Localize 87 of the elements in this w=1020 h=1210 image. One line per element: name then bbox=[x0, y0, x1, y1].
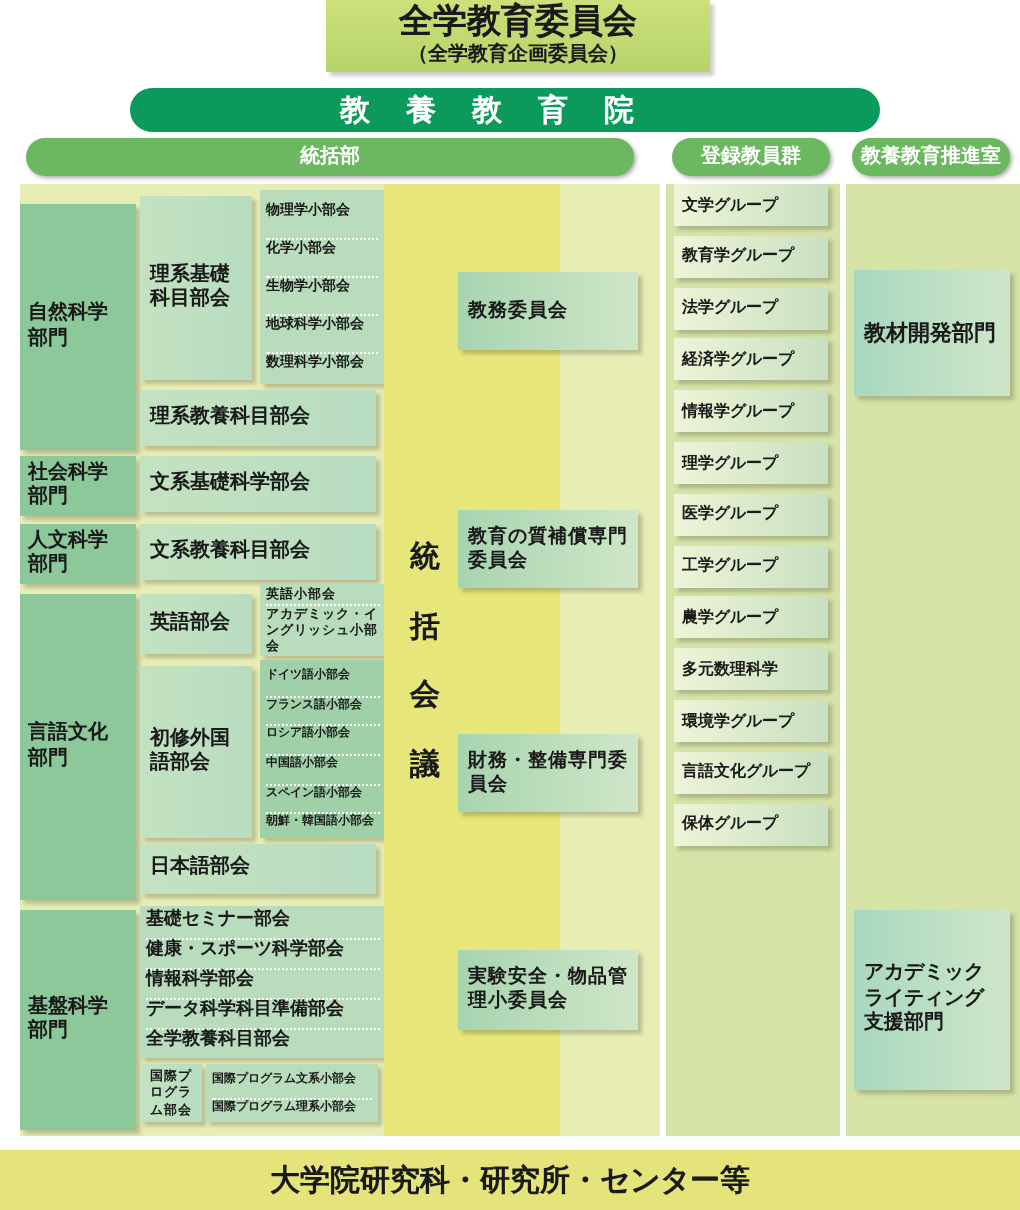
subcommittee-name: データ科学科目準備部会 bbox=[146, 998, 380, 1024]
unit-name: 財務・整備専門委員会 bbox=[468, 749, 628, 797]
committee-box bbox=[458, 510, 638, 588]
faculty-group-box bbox=[674, 648, 828, 691]
unit-name: 経済学グループ bbox=[682, 349, 797, 370]
committee-box bbox=[140, 594, 252, 654]
band-title: 全学教育委員会 bbox=[399, 2, 637, 43]
section-heading: 教養教育推進室 bbox=[852, 138, 1010, 176]
unit-name: 環境学グループ bbox=[682, 711, 797, 731]
committee-box bbox=[140, 456, 376, 512]
unit-name: 多元数理科学 bbox=[682, 659, 780, 680]
graduate-schools-band bbox=[0, 1150, 1020, 1210]
section-panel bbox=[666, 136, 840, 1136]
unit-name: 教育学グループ bbox=[682, 246, 797, 267]
faculty-group-box bbox=[674, 184, 828, 226]
faculty-group-box bbox=[674, 235, 828, 278]
faculty-group-box bbox=[674, 596, 828, 639]
unit-name: 自然科学部門 bbox=[28, 302, 110, 352]
committee-box bbox=[854, 910, 1010, 1090]
section-panel bbox=[846, 136, 1020, 1136]
unit-name: 言語文化部門 bbox=[28, 722, 110, 772]
committee-box bbox=[140, 1064, 202, 1122]
subcommittee-box bbox=[260, 190, 384, 384]
band-title: 教養教育院 bbox=[340, 91, 670, 129]
subcommittee-box bbox=[260, 660, 386, 838]
faculty-group-box bbox=[674, 287, 828, 330]
subcommittee-box bbox=[140, 906, 386, 1058]
band-title: 大学院研究科・研究所・センター等 bbox=[270, 1161, 750, 1199]
department-box bbox=[20, 594, 136, 900]
faculty-group-box bbox=[674, 442, 828, 484]
committee-subtitle: （全学教育企画委員会） bbox=[408, 44, 628, 70]
unit-name: 教育の質補償専門委員会 bbox=[468, 525, 628, 573]
unit-name: 農学グループ bbox=[682, 607, 781, 628]
unit-name: 保体グループ bbox=[682, 814, 781, 835]
subcommittee-name: 健康・スポーツ科学部会 bbox=[146, 938, 380, 964]
subcommittee-box bbox=[260, 584, 386, 656]
unit-name: 法学グループ bbox=[682, 298, 781, 319]
council-name: 統括会議 bbox=[408, 536, 441, 785]
faculty-group-box bbox=[674, 390, 828, 433]
subcommittee-name: 基礎セミナー部会 bbox=[146, 910, 292, 934]
unit-name: 文系基礎科学部会 bbox=[150, 471, 312, 497]
unit-name: 情報学グループ bbox=[682, 401, 797, 422]
unit-name: 言語文化グループ bbox=[682, 762, 813, 783]
subcommittee-name: 情報科学部会 bbox=[146, 968, 380, 994]
unit-name: 社会科学部門 bbox=[28, 461, 110, 511]
unit-name: 教材開発部門 bbox=[864, 319, 998, 347]
department-box bbox=[20, 204, 136, 450]
unit-name: 英語部会 bbox=[150, 611, 232, 637]
faculty-group-box bbox=[674, 803, 828, 846]
subcommittee-name: 全学教養科目部会 bbox=[146, 1028, 380, 1054]
faculty-group-box bbox=[674, 493, 828, 536]
committee-box bbox=[326, 0, 710, 72]
faculty-group-box bbox=[674, 700, 828, 742]
department-box bbox=[20, 456, 136, 516]
unit-name: 理学グループ bbox=[682, 453, 781, 473]
unit-name: 基盤科学部門 bbox=[28, 995, 110, 1045]
faculty-group-box bbox=[674, 751, 828, 794]
faculty-group-box bbox=[674, 338, 828, 381]
unit-name: 理系教養科目部会 bbox=[150, 405, 312, 431]
unit-name: 工学グループ bbox=[682, 556, 781, 577]
section-panel bbox=[20, 136, 660, 1136]
unit-name: 実験安全・物品管理小委員会 bbox=[468, 966, 628, 1014]
committee-box bbox=[140, 844, 376, 894]
section-heading: 統括部 bbox=[26, 138, 634, 176]
committee-box bbox=[458, 950, 638, 1030]
unit-name: 文学グループ bbox=[682, 195, 781, 215]
committee-box bbox=[140, 666, 252, 838]
subcommittee-box bbox=[206, 1064, 378, 1122]
unit-name: 人文科学部門 bbox=[28, 529, 110, 579]
committee-box bbox=[140, 524, 376, 580]
committee-box bbox=[458, 272, 638, 350]
unit-name: 医学グループ bbox=[682, 504, 781, 525]
unit-name: 初修外国語部会 bbox=[150, 727, 232, 777]
committee-box bbox=[854, 270, 1010, 396]
unit-name: アカデミックライティング支援部門 bbox=[864, 962, 987, 1038]
institute-band bbox=[130, 88, 880, 132]
department-box bbox=[20, 524, 136, 584]
committee-box bbox=[140, 390, 376, 446]
faculty-group-box bbox=[674, 545, 828, 588]
committee-box bbox=[458, 734, 638, 812]
unit-name: 文系教養科目部会 bbox=[150, 539, 312, 565]
unit-name: 理系基礎科目部会 bbox=[150, 263, 232, 313]
department-box bbox=[20, 910, 136, 1130]
unit-name: 教務委員会 bbox=[468, 299, 570, 323]
committee-box bbox=[140, 196, 252, 380]
section-heading: 登録教員群 bbox=[672, 138, 830, 176]
unit-name: 日本語部会 bbox=[150, 856, 252, 882]
